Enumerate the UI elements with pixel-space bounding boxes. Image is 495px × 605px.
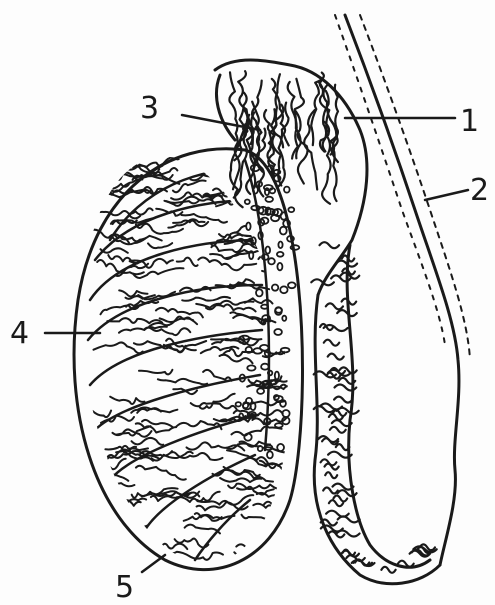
tubule-stroke (132, 438, 164, 445)
rete-dot (268, 258, 275, 264)
tubule-stroke (168, 552, 224, 560)
efferent-ductules (229, 71, 338, 207)
epididymis-coil (326, 511, 349, 517)
label-1: 1 (460, 104, 479, 139)
label-4: 4 (10, 316, 29, 351)
seminiferous-tubules (86, 155, 320, 567)
tubule-stroke (113, 499, 147, 512)
leader-line-5 (142, 555, 165, 572)
testis-lobules (88, 169, 262, 560)
epididymis-coil (328, 354, 344, 360)
rete-dot (284, 187, 290, 193)
tubule-stroke (175, 539, 209, 548)
leader-line-2 (425, 190, 468, 200)
rete-dot (267, 451, 273, 458)
label-3: 3 (140, 91, 159, 126)
tubule-stroke (158, 379, 207, 385)
tubule-stroke (139, 370, 172, 375)
rete-dot (253, 348, 262, 353)
tubule-stroke (242, 515, 282, 523)
epididymis-coil (323, 488, 338, 494)
rete-dot (277, 263, 282, 270)
rete-dot (246, 223, 250, 231)
rete-dot (257, 388, 264, 394)
tubule-stroke (108, 255, 140, 261)
tubule-stroke (110, 397, 144, 404)
tubule-stroke (148, 243, 172, 248)
tubule-stroke (89, 556, 120, 561)
tubule-stroke (185, 525, 220, 534)
tubule-stroke (203, 370, 231, 381)
rete-dot (258, 446, 263, 451)
label-5: 5 (115, 570, 134, 605)
tubule-stroke (136, 466, 186, 480)
rete-dot (256, 289, 263, 296)
tubule-stroke (101, 305, 139, 314)
tubule-stroke (200, 394, 235, 409)
rete-dot (288, 207, 294, 212)
tubule-stroke (96, 183, 129, 188)
tubule-stroke (145, 328, 191, 336)
epididymis-coil (325, 472, 337, 478)
rete-dot (272, 285, 278, 291)
epididymis-coils (311, 242, 436, 573)
rete-dot (277, 252, 284, 257)
rete-dot (275, 423, 283, 427)
efferent-ductule (311, 73, 324, 146)
epididymis-coil (320, 242, 340, 248)
vas-deferens (335, 15, 470, 565)
rete-dot (261, 364, 269, 370)
label-2: 2 (470, 173, 489, 208)
epididymis-coil (326, 303, 343, 309)
epididymis-coil (330, 427, 346, 433)
tubule-stroke (119, 290, 147, 296)
rete-dot (274, 395, 279, 400)
epididymis-coil (324, 340, 339, 346)
rete-dot (246, 347, 252, 353)
rete-dot (281, 348, 290, 353)
rete-dot (265, 197, 273, 202)
rete-dot (245, 200, 250, 205)
rete-dot (266, 247, 271, 254)
epididymis-coil (334, 397, 352, 403)
rete-dot (247, 365, 255, 370)
tubule-stroke (88, 477, 134, 486)
epididymis-coil (343, 550, 355, 556)
tubule-stroke (224, 467, 273, 482)
rete-dot (274, 329, 282, 335)
tubule-stroke (171, 452, 222, 460)
rete-dot (236, 402, 241, 406)
epididymis-coil (333, 496, 347, 502)
rete-dot (277, 444, 284, 451)
tubule-stroke (197, 502, 248, 510)
tubule-stroke (253, 504, 304, 517)
tubule-stroke (150, 544, 188, 549)
rete-dot (280, 286, 287, 293)
rete-dot (275, 372, 279, 380)
tubule-stroke (251, 231, 280, 236)
tubule-stroke (86, 411, 111, 418)
tubule-stroke (191, 403, 237, 410)
tubule-stroke (210, 253, 248, 259)
epididymis-coil (381, 567, 395, 573)
tubule-stroke (232, 426, 282, 435)
tubule-stroke (107, 318, 162, 323)
rete-dot (278, 242, 282, 249)
tubule-stroke (177, 258, 198, 266)
tubule-stroke (228, 484, 278, 489)
rete-dot (288, 282, 296, 288)
rete-dot (282, 316, 286, 321)
tubule-stroke (182, 297, 230, 301)
efferent-ductule (304, 110, 317, 190)
tubule-stroke (264, 502, 319, 512)
tubule-stroke (197, 492, 219, 501)
